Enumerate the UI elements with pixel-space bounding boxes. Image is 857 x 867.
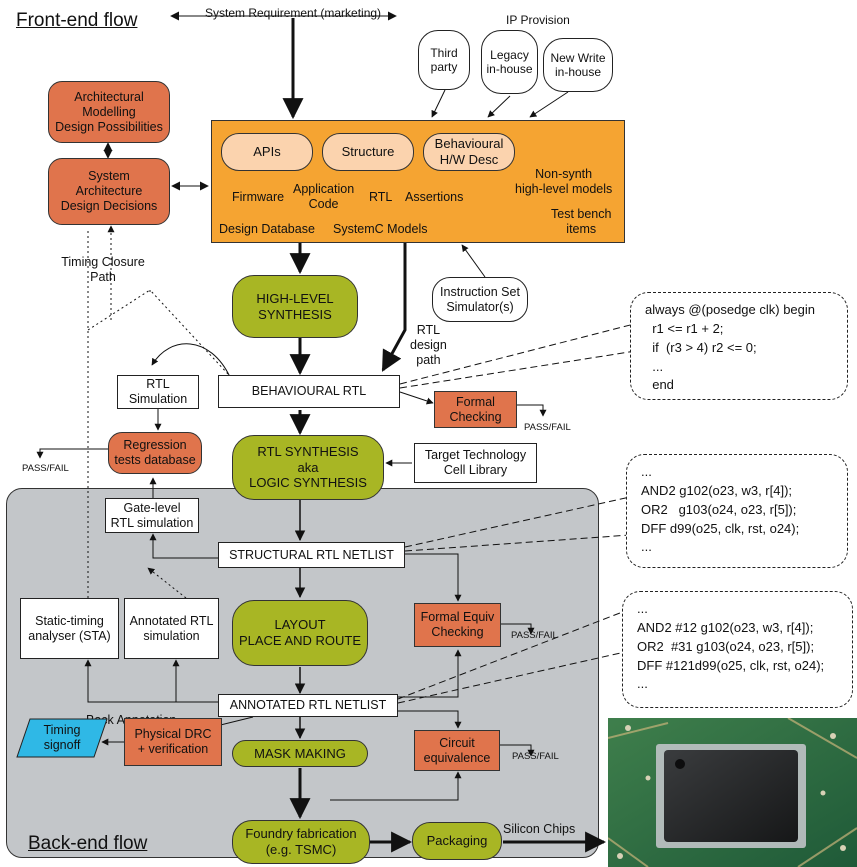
behavioural-pill: Behavioural H/W Desc (423, 133, 515, 171)
back-end-heading: Back-end flow (28, 833, 148, 854)
regression-tests-box: Regression tests database (108, 432, 202, 474)
systemc-label: SystemC Models (333, 222, 428, 236)
circuit-equivalence-box: Circuit equivalence (414, 730, 500, 771)
silicon-chips-label: Silicon Chips (503, 822, 576, 836)
annotated-netlist-box: ANNOTATED RTL NETLIST (218, 694, 398, 717)
timing-signoff-shape (16, 718, 108, 758)
system-requirement-label: System Requirement (marketing) (205, 6, 382, 20)
behavioural-rtl-box: BEHAVIOURAL RTL (218, 375, 400, 408)
rtl-label: RTL (369, 190, 393, 204)
application-code-label: Application Code (293, 182, 355, 211)
formal-equiv-box: Formal Equiv Checking (414, 603, 501, 647)
instruction-set-bubble: Instruction Set Simulator(s) (432, 277, 528, 322)
structure-pill: Structure (322, 133, 414, 171)
annotated-code-callout: ... AND2 #12 g102(o23, w3, r[4]); OR2 #3… (622, 591, 853, 708)
timing-signoff-label: Timing signoff (43, 723, 81, 752)
formal-equiv-pass-fail: PASS/FAIL (511, 630, 558, 641)
timing-closure-label: Timing Closure Path (61, 255, 145, 284)
non-synth-label: Non-synth high-level models (515, 167, 613, 196)
new-write-bubble: New Write in-house (543, 38, 613, 92)
design-database-label: Design Database (219, 222, 315, 236)
physical-drc-box: Physical DRC + verification (124, 718, 222, 766)
regression-pass-fail: PASS/FAIL (22, 463, 69, 474)
circuit-equivalence-pass-fail: PASS/FAIL (512, 751, 559, 762)
rtl-simulation-box: RTL Simulation (117, 375, 199, 409)
structural-code-callout: ... AND2 g102(o23, w3, r[4]); OR2 g103(o… (626, 454, 848, 568)
architectural-modelling-box: Architectural Modelling Design Possibili… (48, 81, 170, 143)
firmware-label: Firmware (232, 190, 285, 204)
assertions-label: Assertions (405, 190, 464, 204)
foundry-fabrication-box: Foundry fabrication (e.g. TSMC) (232, 820, 370, 864)
chip-photo (608, 718, 857, 867)
structural-netlist-box: STRUCTURAL RTL NETLIST (218, 542, 405, 568)
ip-provision-label: IP Provision (506, 13, 570, 27)
apis-pill: APIs (221, 133, 313, 171)
front-end-heading: Front-end flow (16, 10, 138, 31)
behavioural-code-callout: always @(posedge clk) begin r1 <= r1 + 2… (630, 292, 848, 400)
high-level-synthesis-box: HIGH-LEVEL SYNTHESIS (232, 275, 358, 338)
mask-making-box: MASK MAKING (232, 740, 368, 767)
test-bench-label: Test bench items (551, 207, 612, 236)
target-technology-box: Target Technology Cell Library (414, 443, 537, 483)
formal-checking-box: Formal Checking (434, 391, 517, 428)
legacy-bubble: Legacy in-house (481, 30, 538, 94)
third-party-bubble: Third party (418, 30, 470, 90)
system-architecture-box: System Architecture Design Decisions (48, 158, 170, 225)
packaging-box: Packaging (412, 822, 502, 860)
annotated-simulation-box: Annotated RTL simulation (124, 598, 219, 659)
layout-box: LAYOUT PLACE AND ROUTE (232, 600, 368, 666)
gate-level-simulation-box: Gate-level RTL simulation (105, 498, 199, 533)
sta-box: Static-timing analyser (STA) (20, 598, 119, 659)
rtl-design-path-label: RTL design path (410, 323, 447, 367)
formal-checking-pass-fail: PASS/FAIL (524, 422, 571, 433)
rtl-synthesis-box: RTL SYNTHESIS aka LOGIC SYNTHESIS (232, 435, 384, 500)
